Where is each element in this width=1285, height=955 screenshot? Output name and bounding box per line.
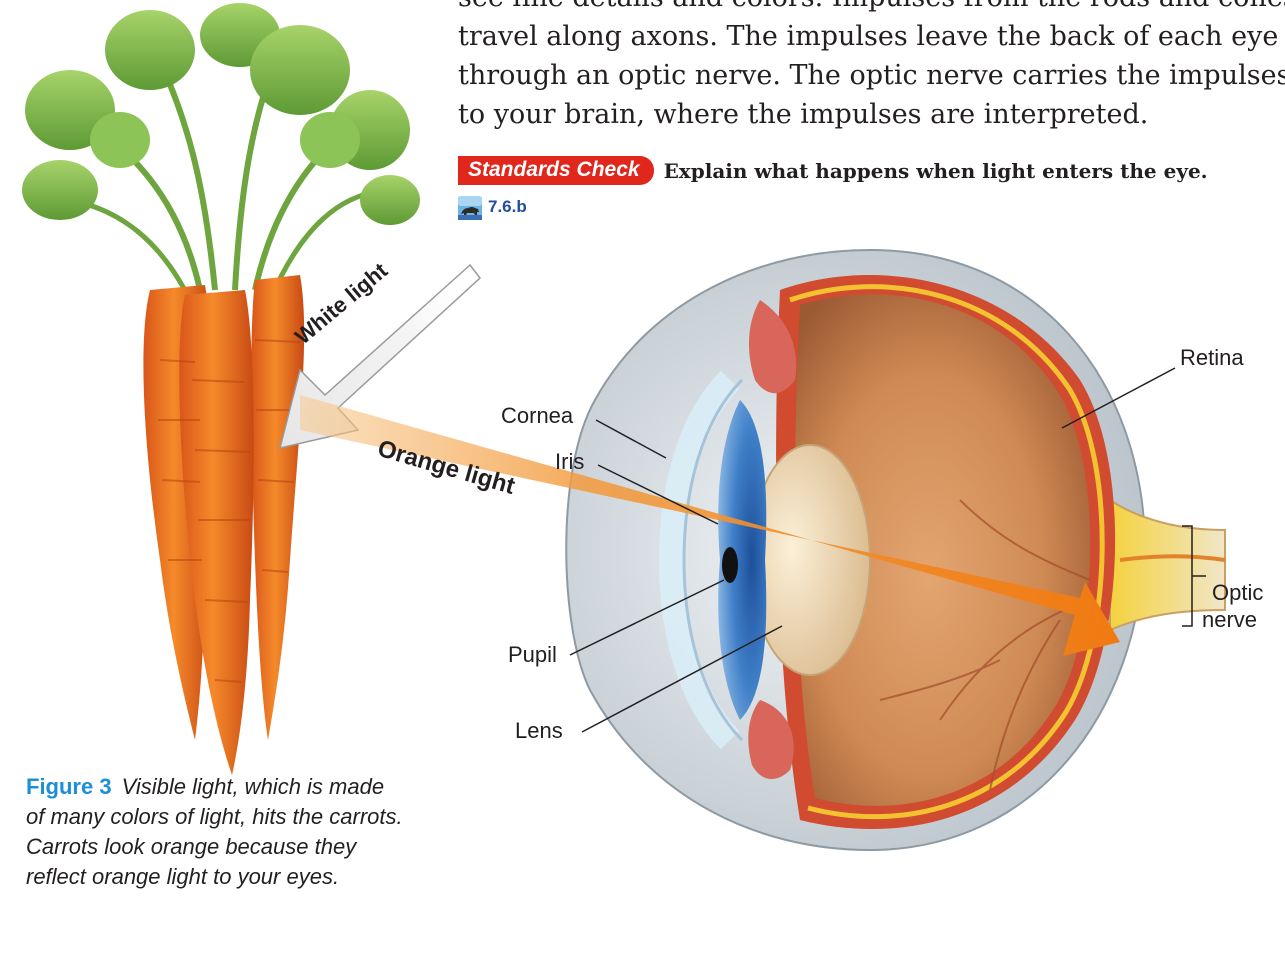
retina-label: Retina <box>1180 346 1244 370</box>
lens-label: Lens <box>515 719 563 743</box>
optic-nerve-label-line2: nerve <box>1202 608 1257 632</box>
eye-cross-section <box>566 250 1225 850</box>
cornea-label: Cornea <box>501 404 573 428</box>
iris-label: Iris <box>555 450 584 474</box>
figure-number: Figure 3 <box>26 774 112 799</box>
pupil-label: Pupil <box>508 643 557 667</box>
carrot-greens <box>22 3 420 300</box>
optic-nerve-label-line1: Optic <box>1212 581 1263 605</box>
carrots <box>143 275 304 775</box>
